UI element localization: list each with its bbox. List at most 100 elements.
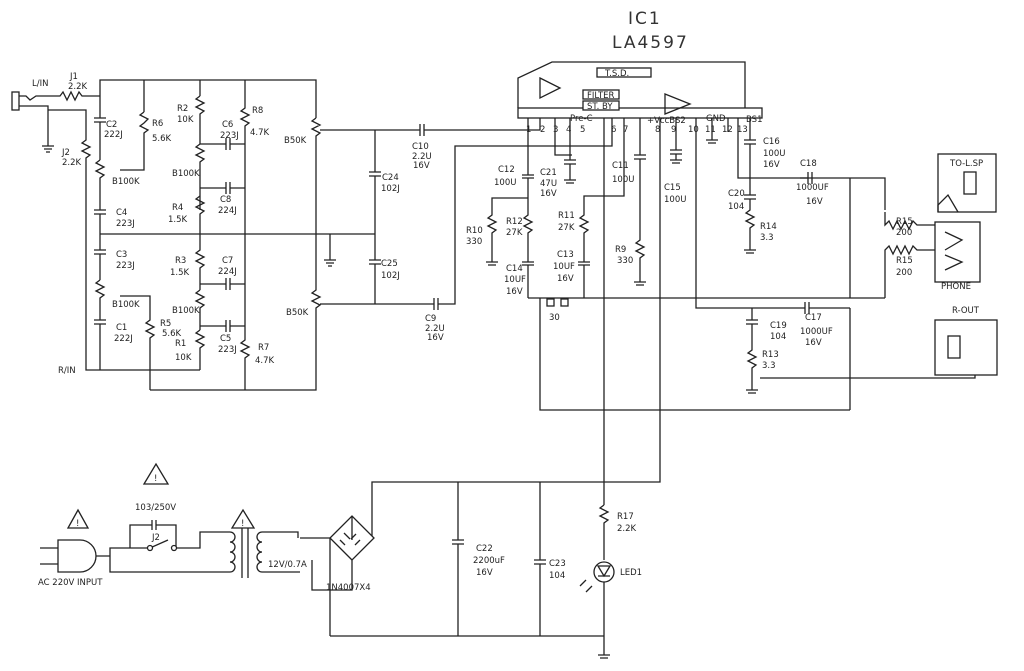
label-r4-value: 1.5K <box>168 215 188 225</box>
label-r10: R10 <box>466 226 483 236</box>
label-pre-c: Pre-C <box>570 114 593 124</box>
pin-4: 4 <box>566 125 571 135</box>
label-to-lsp: TO-L.SP <box>949 159 983 169</box>
label-r2: R2 <box>177 104 188 114</box>
label-c3: C3 <box>116 250 127 260</box>
label-c13-value2: 16V <box>557 274 574 284</box>
label-12v-0.7a: 12V/0.7A <box>268 560 307 570</box>
svg-text:!: ! <box>154 474 157 484</box>
label-filter: FILTER <box>587 91 615 101</box>
label-r10-value: 330 <box>466 237 482 247</box>
label-bs1: BS1 <box>746 115 763 125</box>
label-j2: J2 <box>61 148 70 158</box>
label-c19-value: 104 <box>770 332 786 342</box>
label-r-out: R-OUT <box>952 306 980 316</box>
label-r7-value: 4.7K <box>255 356 275 366</box>
label-c23-value: 104 <box>549 571 565 581</box>
label-r3-value: 1.5K <box>170 268 190 278</box>
label-103-250v: 103/250V <box>135 503 176 513</box>
label-b100k-d: B100K <box>172 306 200 316</box>
label-r8: R8 <box>252 106 263 116</box>
label-j2-value: 2.2K <box>62 158 82 168</box>
label-c22-value1: 2200uF <box>473 556 505 566</box>
label-c9: C9 <box>425 314 436 324</box>
label-r9: R9 <box>615 245 626 255</box>
label-c1: C1 <box>116 323 127 333</box>
label-c4-value: 223J <box>116 219 135 229</box>
ic-part-number: LA4597 <box>612 33 689 53</box>
ic-la4597: T.S.D. FILTER ST. BY Pre-C +VccBS2 GND B… <box>517 61 763 126</box>
label-r2-value: 10K <box>177 115 194 125</box>
svg-text:!: ! <box>76 519 79 529</box>
label-c11-value: 100U <box>612 175 634 185</box>
label-r14: R14 <box>760 222 777 232</box>
label-c5: C5 <box>220 334 231 344</box>
label-phone: PHONE <box>941 282 971 292</box>
label-tsd: T.S.D. <box>604 69 629 79</box>
label-ac-220v-input: AC 220V INPUT <box>38 578 103 588</box>
pin-1: 1 <box>526 125 531 135</box>
label-r1: R1 <box>175 339 186 349</box>
label-stby: ST. BY <box>587 102 613 112</box>
label-c21-value1: 47U <box>540 179 557 189</box>
label-c6-value: 223J <box>220 131 239 141</box>
label-c2-value: 222J <box>104 130 123 140</box>
label-r9-value: 330 <box>617 256 633 266</box>
connector-r-out <box>934 319 998 376</box>
label-c6: C6 <box>222 120 233 130</box>
label-c8-value: 224J <box>218 206 237 216</box>
pin-13: 13 <box>737 125 748 135</box>
pin-11: 11 <box>705 125 716 135</box>
label-r15-b: R15 <box>896 256 913 266</box>
label-r13-value: 3.3 <box>762 361 776 371</box>
label-c1-value: 222J <box>114 334 133 344</box>
label-c21-value2: 16V <box>540 189 557 199</box>
label-gnd: GND <box>706 114 726 124</box>
label-r6: R6 <box>152 119 163 129</box>
label-c7: C7 <box>222 256 233 266</box>
connector-to-lsp <box>937 153 997 213</box>
label-c2: C2 <box>106 120 117 130</box>
ac-plug-icon <box>40 539 130 573</box>
label-r13: R13 <box>762 350 779 360</box>
label-c14: C14 <box>506 264 523 274</box>
label-c23: C23 <box>549 559 566 569</box>
label-c25: C25 <box>381 259 398 269</box>
label-c18: C18 <box>800 159 817 169</box>
label-vccbs2: +VccBS2 <box>647 116 686 126</box>
pin-9: 9 <box>671 125 676 135</box>
label-r3: R3 <box>175 256 186 266</box>
label-r11-value: 27K <box>558 223 575 233</box>
label-c17-value1: 1000UF <box>800 327 833 337</box>
label-c13-value1: 10UF <box>553 262 575 272</box>
label-c7-value: 224J <box>218 267 237 277</box>
pin-5: 5 <box>580 125 585 135</box>
pin-3: 3 <box>553 125 558 135</box>
label-r7: R7 <box>258 343 269 353</box>
label-b50k-a: B50K <box>284 136 307 146</box>
label-c16-value2: 16V <box>763 160 780 170</box>
label-c19: C19 <box>770 321 787 331</box>
label-c20-value: 104 <box>728 202 744 212</box>
label-r5-value: 5.6K <box>162 329 182 339</box>
label-r15-a: R15 <box>896 217 913 227</box>
label-c22: C22 <box>476 544 493 554</box>
label-r11: R11 <box>558 211 575 221</box>
label-r15-b-value: 200 <box>896 268 912 278</box>
label-c10-value1: 2.2U <box>412 152 432 162</box>
input-jack-left <box>11 91 54 153</box>
label-r4: R4 <box>172 203 183 213</box>
label-b50k-b: B50K <box>286 308 309 318</box>
label-30: 30 <box>549 313 560 323</box>
label-c24-value: 102J <box>381 184 400 194</box>
label-c8: C8 <box>220 195 231 205</box>
label-c3-value: 223J <box>116 261 135 271</box>
warning-icon: ! <box>142 462 170 485</box>
label-1n4007x4: 1N4007X4 <box>326 583 371 593</box>
ic-pins: 1 2 3 4 5 6 7 8 9 10 11 12 13 <box>526 125 748 135</box>
label-c13: C13 <box>557 250 574 260</box>
pin-10: 10 <box>688 125 699 135</box>
label-c5-value: 223J <box>218 345 237 355</box>
label-r5: R5 <box>160 319 171 329</box>
connector-phone <box>934 221 981 283</box>
